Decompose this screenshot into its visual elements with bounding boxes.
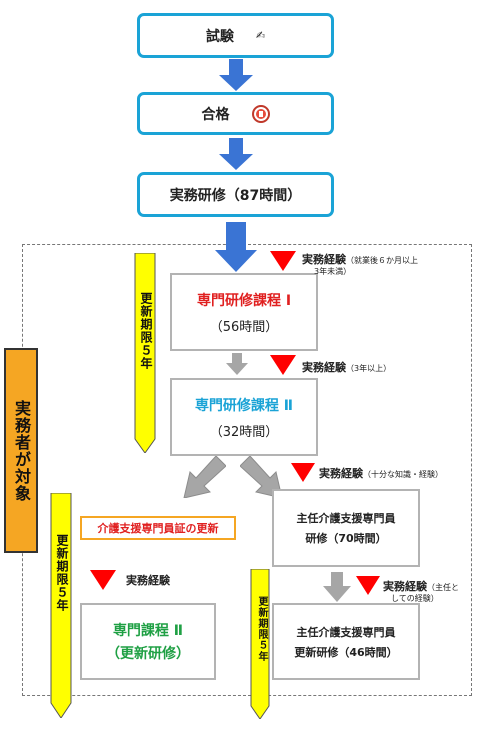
chief-training-line2: 研修（70時間） [305, 532, 387, 545]
experience-note-4b: しての経験） [391, 594, 439, 603]
experience-label-5: 実務経験（主任と [383, 580, 459, 593]
specialized-2-renewal-box: 専門課程 Ⅱ （更新研修） [80, 603, 216, 680]
experience-marker-5 [356, 576, 380, 595]
experience-note-4a: （主任と [427, 583, 459, 592]
practical-training-label: 実務研修（87時間） [169, 187, 302, 204]
down-arrow-3 [215, 222, 257, 272]
down-arrow-1 [219, 59, 253, 91]
gray-arrow-2 [323, 572, 351, 602]
experience-note-3: （十分な知識・経験） [363, 470, 443, 479]
chief-renewal-line1: 主任介護支援専門員 [296, 625, 396, 639]
specialized-course-1-box: 専門研修課程 Ⅰ （56時間） [170, 273, 318, 351]
pass-label: 合格 [201, 106, 230, 123]
renewal-period-label-1: 更新期限５年 [139, 292, 153, 370]
specialized-course-1-title: 専門研修課程 Ⅰ [196, 292, 292, 309]
gray-arrow-1 [226, 353, 248, 375]
gray-arrow-left [183, 456, 226, 498]
seal-icon [251, 104, 270, 123]
target-label-box: 実務者が対象 [4, 348, 38, 553]
exam-box: 試験 ✍ [137, 13, 334, 58]
specialized-2-renewal-line1: 専門課程 Ⅱ [112, 623, 184, 639]
chief-training-box: 主任介護支援専門員 研修（70時間） [272, 489, 420, 567]
specialized-course-2-hours: （32時間） [209, 424, 279, 440]
experience-label-1: 実務経験（就業後６か月以上 [302, 253, 418, 266]
experience-note-1a: （就業後６か月以上 [346, 256, 418, 265]
renewal-arrow-3 [250, 569, 270, 719]
experience-label-2: 実務経験（3年以上） [302, 361, 392, 374]
renewal-period-label-3: 更新期限５年 [256, 596, 267, 662]
chief-renewal-box: 主任介護支援専門員 更新研修（46時間） [272, 603, 420, 680]
experience-note-2: （3年以上） [346, 364, 392, 373]
renewal-period-label-2: 更新期限５年 [55, 534, 69, 612]
practical-training-box: 実務研修（87時間） [137, 172, 334, 217]
pass-box: 合格 [137, 92, 334, 135]
renewal-arrow-1 [134, 253, 156, 453]
renewal-certificate-label: 介護支援専門員証の更新 [97, 522, 219, 535]
experience-label-4: 実務経験 [126, 574, 170, 587]
specialized-course-2-title: 専門研修課程 Ⅱ [194, 397, 294, 414]
specialized-course-1-hours: （56時間） [209, 319, 279, 335]
experience-marker-3 [291, 463, 315, 482]
experience-label-3: 実務経験（十分な知識・経験） [319, 467, 443, 480]
chief-renewal-line2: 更新研修（46時間） [294, 645, 398, 659]
target-label: 実務者が対象 [12, 399, 31, 502]
experience-marker-1 [270, 251, 296, 271]
experience-note-1b: 3年未満） [314, 267, 352, 276]
renewal-certificate-box: 介護支援専門員証の更新 [80, 516, 236, 540]
specialized-course-2-box: 専門研修課程 Ⅱ （32時間） [170, 378, 318, 456]
experience-marker-2 [270, 355, 296, 375]
down-arrow-2 [219, 138, 253, 170]
gray-arrow-right [240, 456, 283, 498]
specialized-2-renewal-line2: （更新研修） [106, 646, 190, 662]
exam-label: 試験 [205, 28, 234, 45]
renewal-arrow-2 [50, 493, 72, 718]
pen-icon: ✍ [255, 29, 266, 42]
chief-training-line1: 主任介護支援専門員 [296, 512, 396, 525]
experience-marker-4 [90, 570, 116, 590]
